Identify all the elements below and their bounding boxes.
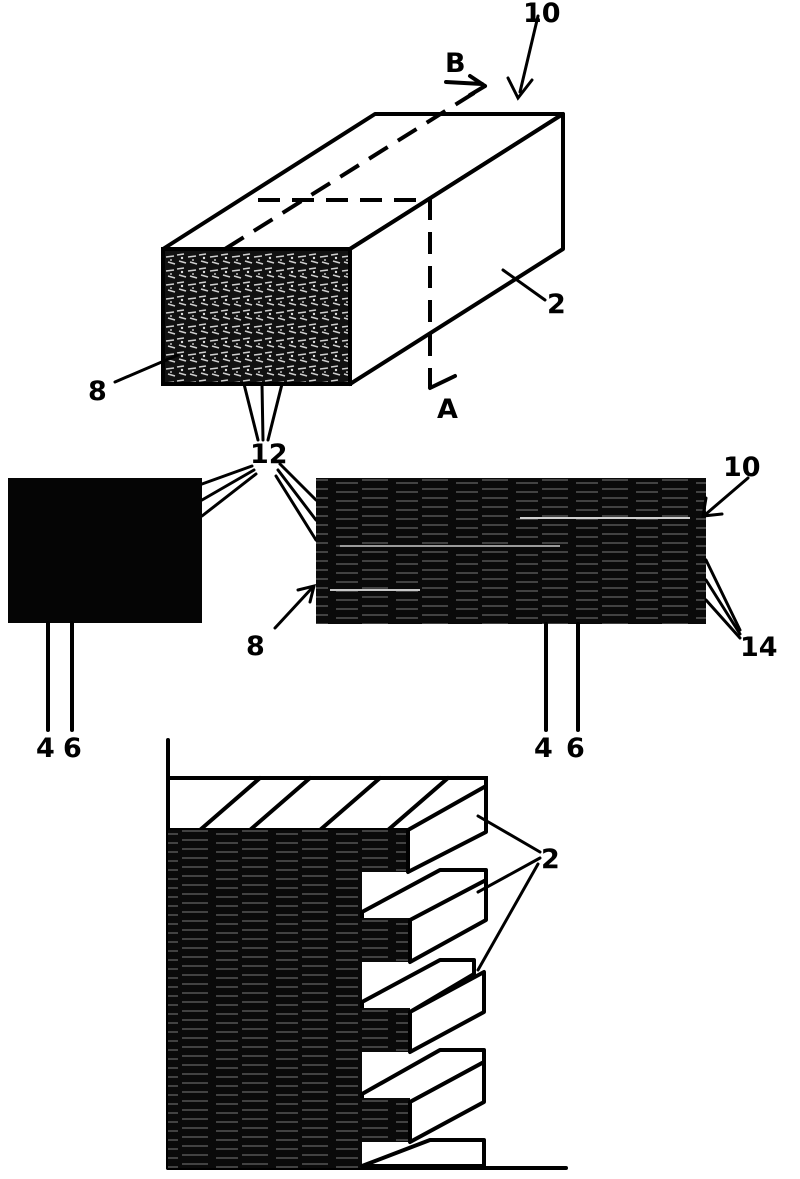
layer-edge-5 (408, 970, 486, 1054)
dark-layer-1 (168, 830, 408, 872)
section-b-block (316, 478, 706, 624)
label-6-right: 6 (566, 733, 585, 764)
dark-layer-5 (168, 1008, 410, 1052)
block-front-face (161, 247, 352, 386)
label-8-face: 8 (88, 376, 107, 407)
leader-10-right (704, 476, 750, 516)
label-2-block: 2 (547, 289, 566, 320)
dark-layer-4 (168, 962, 362, 1008)
label-2-bottom: 2 (541, 844, 560, 875)
layer-stack-view: 2 (166, 738, 568, 1170)
label-12: 12 (250, 439, 288, 470)
label-section-b: B (445, 48, 466, 79)
leader-2-bottom-c (476, 862, 540, 972)
section-b-view: 10 8 14 4 6 (246, 452, 778, 764)
section-line-b (223, 86, 484, 251)
label-10-right: 10 (723, 452, 761, 483)
label-14: 14 (740, 632, 778, 663)
dark-layer-6 (168, 1052, 362, 1098)
leader-2-bottom-a (476, 814, 542, 854)
label-section-a: A (437, 394, 458, 425)
layer-edge-1 (406, 784, 488, 874)
perspective-block: B A 10 2 8 (88, 0, 566, 425)
label-6-left: 6 (63, 733, 82, 764)
dark-layer-7 (168, 1098, 410, 1142)
label-4-right: 4 (534, 733, 553, 764)
label-10-top: 10 (523, 0, 561, 29)
dark-layer-3 (168, 918, 410, 962)
section-line-a (258, 198, 432, 388)
label-8-right: 8 (246, 631, 265, 662)
dark-layer-8 (168, 1142, 362, 1168)
layer-edge-7 (408, 1060, 486, 1144)
leader-2-block (501, 268, 547, 302)
leader-10-top (518, 14, 540, 94)
section-a-view: 4 6 (8, 478, 202, 764)
leader-2-bottom-b (476, 856, 542, 894)
label-4-left: 4 (36, 733, 55, 764)
section-a-block (8, 478, 202, 623)
leader-8-right (273, 586, 314, 630)
leaders-12: 12 (200, 382, 318, 542)
layer-edge-3 (408, 878, 488, 964)
dark-layer-2 (168, 872, 362, 918)
leader-8-face (113, 353, 180, 384)
layer-edge-8 (360, 1138, 486, 1168)
leader-14 (704, 558, 742, 632)
